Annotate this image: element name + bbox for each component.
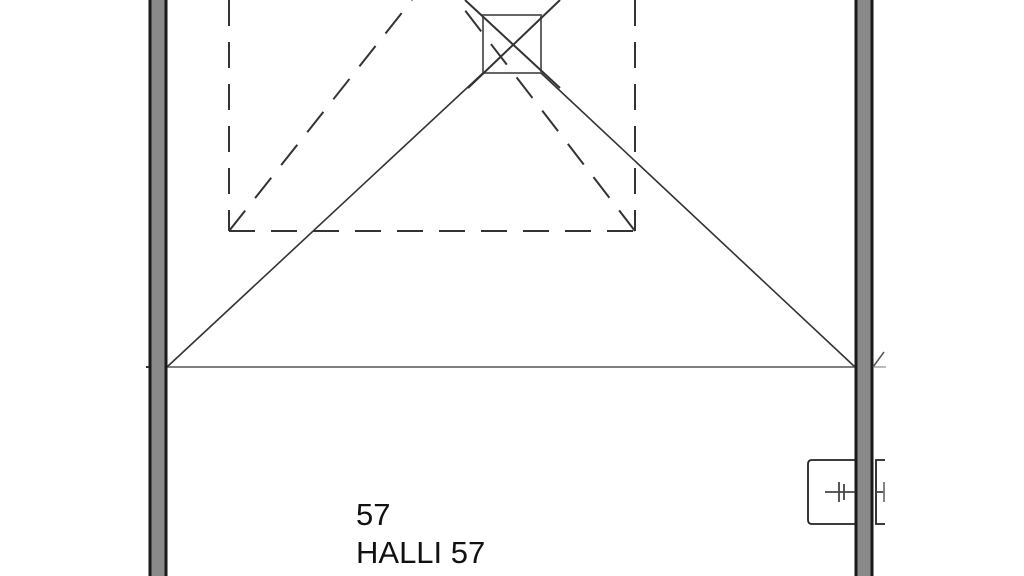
dashed-ceiling-outline [228, 0, 636, 232]
electrical-outlet-icon [807, 459, 885, 525]
skylight-hatch-icon [464, 0, 561, 89]
dashed-diagonals [228, 0, 636, 232]
room-number: 57 [356, 497, 391, 532]
roof-lines [166, 72, 856, 368]
room-name: HALLI 57 [356, 535, 486, 570]
left-wall [146, 0, 168, 576]
right-wall [854, 0, 886, 576]
